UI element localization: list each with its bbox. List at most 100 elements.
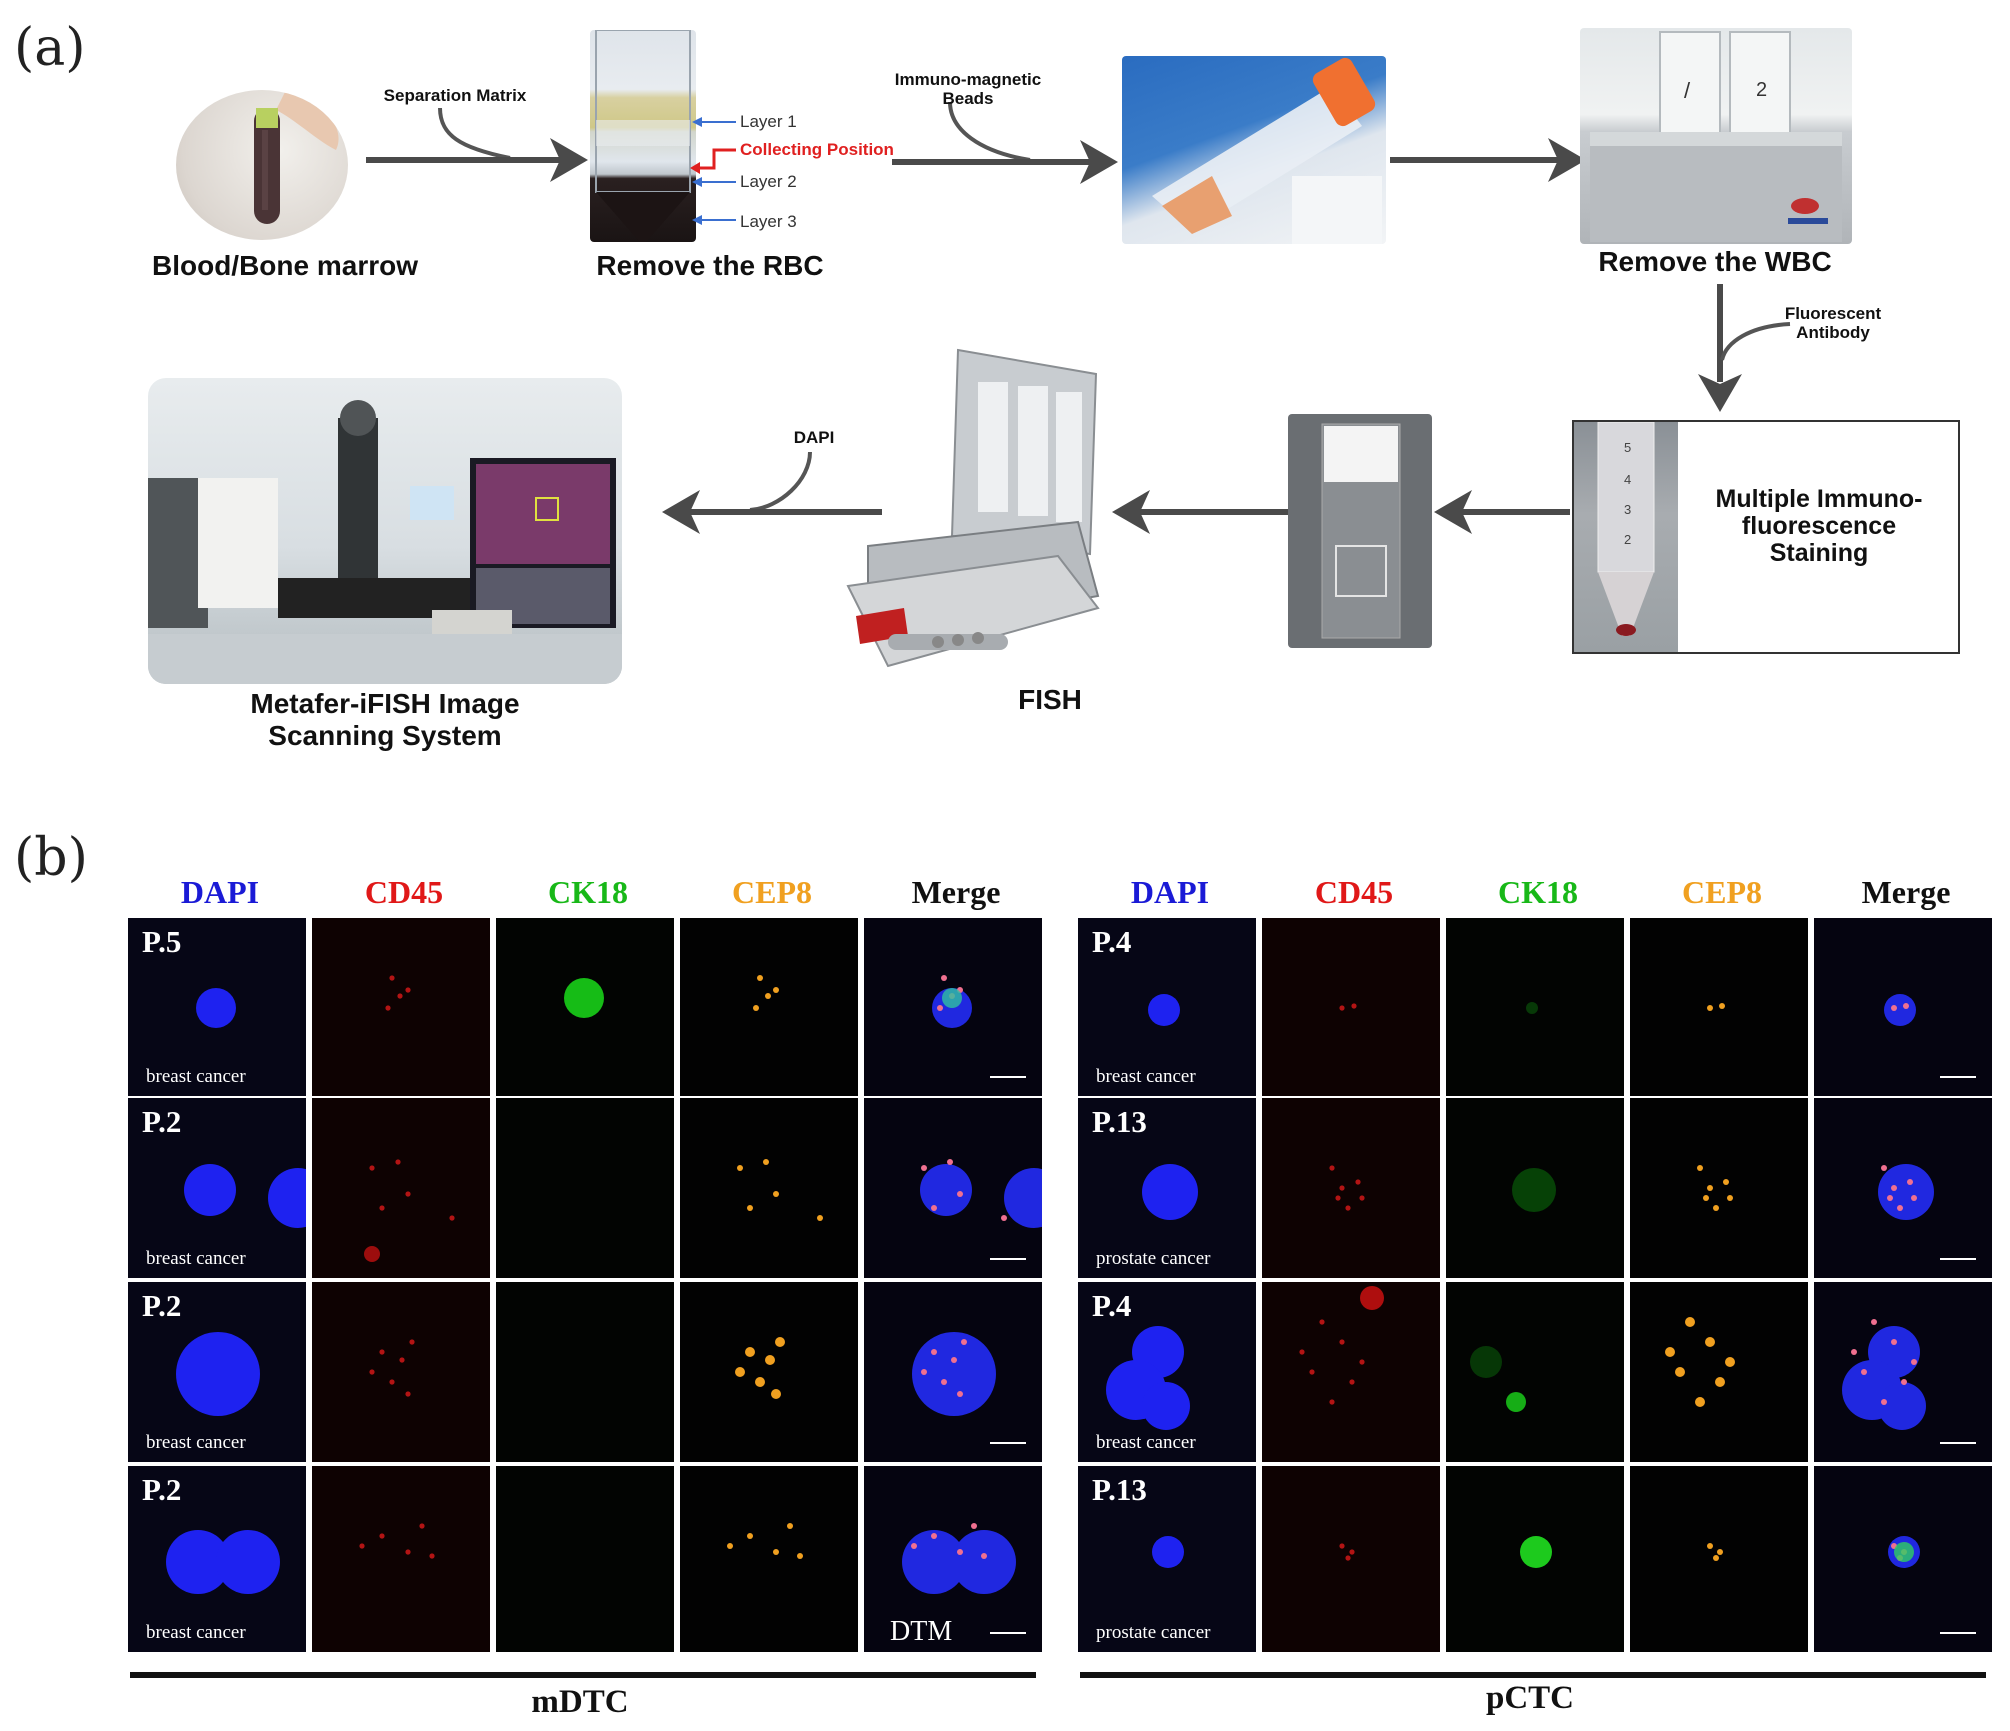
micrograph-image: [1339, 1003, 1357, 1011]
signal-dot: [1470, 1346, 1502, 1378]
signal-dot: [405, 987, 411, 993]
patient-label: P.2: [142, 1288, 182, 1323]
micrograph-cep8: [680, 918, 858, 1096]
signal-dot: [1355, 1179, 1361, 1185]
micrograph-cep8: [1630, 1282, 1808, 1462]
signal-dot: [1339, 1339, 1345, 1345]
signal-dot: [1675, 1367, 1685, 1377]
signal-dot: [1705, 1337, 1715, 1347]
micrograph-image: [727, 1523, 803, 1559]
column-header-cep8: CEP8: [732, 874, 812, 910]
svg-text:5: 5: [1624, 440, 1631, 455]
signal-dot: [1715, 1377, 1725, 1387]
panel-a-letter: (a): [14, 18, 86, 78]
reagent-fluor-line2: Antibody: [1796, 323, 1870, 342]
step-metafer-line1: Metafer-iFISH Image: [250, 688, 520, 719]
micrograph-image: [1142, 1164, 1198, 1220]
signal-dot: [920, 1164, 972, 1216]
group-label-mdtc: mDTC: [531, 1684, 629, 1720]
signal-dot: [1142, 1164, 1198, 1220]
signal-dot: [745, 1347, 755, 1357]
micrograph-image: [912, 1332, 996, 1416]
signal-dot: [1339, 1005, 1345, 1011]
signal-dot: [1717, 1549, 1723, 1555]
signal-dot: [1725, 1357, 1735, 1367]
signal-dot: [1319, 1319, 1325, 1325]
signal-dot: [429, 1553, 435, 1559]
signal-dot: [449, 1215, 455, 1221]
micrograph-cd45: [312, 1466, 490, 1652]
micrograph-merge: [1814, 918, 1992, 1096]
staining-tube-photo: 5 4 3 2: [1574, 422, 1678, 652]
patient-label: P.2: [142, 1472, 182, 1507]
arrow-6: [662, 451, 882, 534]
staining-box: 5 4 3 2 Multiple Immuno- fluorescence St…: [1572, 420, 1960, 654]
arrow-5: [1112, 490, 1288, 534]
micrograph-image: [1512, 1168, 1556, 1212]
reagent-beads-line2: Beads: [942, 89, 994, 108]
signal-dot: [902, 1530, 966, 1594]
micrograph-image: [496, 1098, 674, 1278]
signal-dot: [921, 1165, 927, 1171]
micrograph-image: [564, 978, 604, 1018]
group-label-pctc: pCTC: [1485, 1680, 1575, 1716]
micrograph-merge: DTM: [864, 1466, 1042, 1652]
column-header-merge: Merge: [1861, 874, 1951, 910]
signal-dot: [951, 1357, 957, 1363]
signal-dot: [1881, 1399, 1887, 1405]
signal-dot: [359, 1543, 365, 1549]
signal-dot: [727, 1543, 733, 1549]
signal-dot: [1901, 1379, 1907, 1385]
signal-dot: [1004, 1168, 1042, 1228]
signal-dot: [961, 1339, 967, 1345]
cancer-type-label: breast cancer: [1096, 1432, 1196, 1453]
panel-b-letter: (b): [14, 828, 88, 888]
micrograph-image: [1339, 1543, 1355, 1561]
signal-dot: [1894, 1542, 1914, 1562]
signal-dot: [1665, 1347, 1675, 1357]
cancer-type-label: breast cancer: [146, 1066, 246, 1087]
column-header-dapi: DAPI: [180, 874, 260, 910]
column-header-cd45: CD45: [1314, 874, 1394, 910]
scale-bar: [1940, 1076, 1976, 1078]
signal-dot: [1329, 1399, 1335, 1405]
signal-dot: [389, 975, 395, 981]
column-header-ck18: CK18: [548, 874, 628, 910]
signal-dot: [1891, 1185, 1897, 1191]
wbc-magnet-photo: / 2: [1580, 28, 1852, 244]
scale-bar: [1940, 1442, 1976, 1444]
ctc-slide-photo: [1288, 414, 1432, 648]
signal-dot: [1152, 1536, 1184, 1568]
cancer-type-label: breast cancer: [146, 1248, 246, 1269]
signal-dot: [397, 993, 403, 999]
step-blood-label: Blood/Bone marrow: [151, 250, 418, 281]
signal-dot: [1707, 1005, 1713, 1011]
micrograph-image: [1707, 1003, 1725, 1011]
micrograph-merge: [864, 1282, 1042, 1462]
signal-dot: [947, 1159, 953, 1165]
micrograph-image: [735, 1337, 785, 1399]
signal-dot: [1878, 1164, 1934, 1220]
signal-dot: [755, 1377, 765, 1387]
signal-dot: [409, 1339, 415, 1345]
signal-dot: [937, 1005, 943, 1011]
micrograph-cd45: [1262, 1282, 1440, 1462]
signal-dot: [379, 1205, 385, 1211]
layer3-label: Layer 3: [740, 212, 797, 231]
signal-dot: [1713, 1205, 1719, 1211]
tube-annotation-arrows: [690, 117, 736, 225]
metafer-system-image: [148, 400, 622, 684]
signal-dot: [1339, 1543, 1345, 1549]
signal-dot: [765, 993, 771, 999]
micrograph-image: [369, 1339, 415, 1397]
patient-label: P.4: [1092, 1288, 1132, 1323]
micrograph-image: [1470, 1346, 1526, 1412]
scale-bar: [1940, 1258, 1976, 1260]
reagent-dapi: DAPI: [793, 428, 835, 447]
staining-line3: Staining: [1769, 539, 1869, 567]
